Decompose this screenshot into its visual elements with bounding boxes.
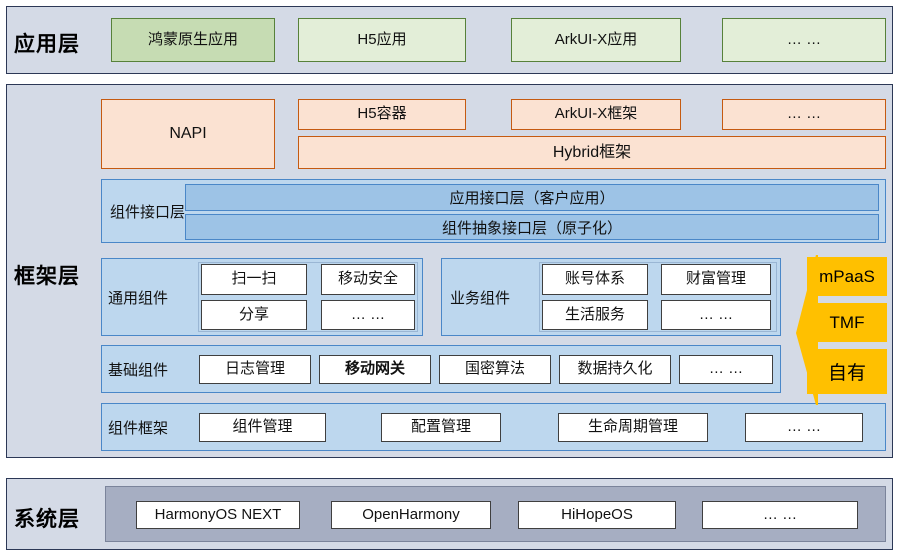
- system-box-label: OpenHarmony: [362, 505, 460, 523]
- chip-label: … …: [786, 418, 822, 436]
- base-chip-sm-crypto[interactable]: 国密算法: [439, 355, 551, 384]
- framework-box-label: H5容器: [357, 105, 407, 123]
- chip-label: … …: [698, 305, 734, 323]
- chip-label: 生活服务: [564, 305, 625, 323]
- common-chip-share[interactable]: 分享: [201, 300, 307, 330]
- app-box-label: … …: [786, 30, 822, 48]
- chip-label: 移动网关: [344, 360, 405, 378]
- chip-label: 分享: [238, 305, 269, 323]
- chip-label: … …: [350, 305, 386, 323]
- framework-box-label: NAPI: [169, 125, 207, 143]
- framework-chip-component-management[interactable]: 组件管理: [199, 413, 326, 442]
- chip-label: 财富管理: [685, 270, 746, 288]
- business-chip-wealth-management[interactable]: 财富管理: [661, 264, 771, 295]
- base-chip-log-management[interactable]: 日志管理: [199, 355, 311, 384]
- system-box-label: HarmonyOS NEXT: [154, 505, 282, 523]
- chip-label: 组件管理: [232, 418, 293, 436]
- component-interface-row-app[interactable]: 应用接口层（客户应用）: [185, 184, 879, 211]
- chip-label: 配置管理: [410, 418, 471, 436]
- common-components-chip-frame: [198, 262, 418, 332]
- component-interface-row-abstract[interactable]: 组件抽象接口层（原子化）: [185, 214, 879, 240]
- app-box-label: H5应用: [357, 30, 407, 48]
- side-tag-label: 自有: [827, 363, 866, 384]
- common-chip-scan[interactable]: 扫一扫: [201, 264, 307, 295]
- framework-layer-label: 框架层: [14, 265, 80, 288]
- component-interface-group-label: 组件接口层: [110, 203, 186, 221]
- chip-label: 日志管理: [224, 360, 285, 378]
- app-box-label: 鸿蒙原生应用: [147, 30, 238, 48]
- base-chip-more[interactable]: … …: [679, 355, 773, 384]
- base-components-group-label: 基础组件: [108, 361, 169, 379]
- app-box-h5[interactable]: H5应用: [298, 18, 466, 62]
- system-box-harmonyos-next[interactable]: HarmonyOS NEXT: [136, 501, 300, 529]
- system-box-label: HiHopeOS: [561, 505, 633, 523]
- component-framework-group-label: 组件框架: [108, 419, 169, 437]
- app-box-arkui-x[interactable]: ArkUI-X应用: [511, 18, 681, 62]
- framework-chip-config-management[interactable]: 配置管理: [381, 413, 501, 442]
- component-interface-row-label: 组件抽象接口层（原子化）: [441, 219, 622, 237]
- chip-label: … …: [708, 360, 744, 378]
- business-components-group-label: 业务组件: [450, 289, 511, 307]
- framework-box-label: … …: [786, 105, 822, 123]
- base-chip-mobile-gateway[interactable]: 移动网关: [319, 355, 431, 384]
- component-interface-row-label: 应用接口层（客户应用）: [449, 190, 615, 207]
- business-chip-account-system[interactable]: 账号体系: [542, 264, 648, 295]
- business-components-chip-frame: [539, 262, 777, 332]
- framework-box-label: Hybrid框架: [552, 143, 632, 161]
- common-components-group-label: 通用组件: [108, 289, 169, 307]
- application-layer-label: 应用层: [14, 33, 80, 56]
- business-chip-life-services[interactable]: 生活服务: [542, 300, 648, 330]
- chip-label: 扫一扫: [231, 270, 277, 288]
- system-box-hihopeos[interactable]: HiHopeOS: [518, 501, 676, 529]
- side-tag-mpaas[interactable]: mPaaS: [807, 257, 887, 296]
- chip-label: 国密算法: [464, 360, 525, 378]
- business-chip-more[interactable]: … …: [661, 300, 771, 330]
- framework-chip-more[interactable]: … …: [745, 413, 863, 442]
- side-tag-self-developed[interactable]: 自有: [807, 349, 887, 394]
- app-box-harmony-native[interactable]: 鸿蒙原生应用: [111, 18, 275, 62]
- chip-label: 数据持久化: [577, 360, 653, 378]
- system-box-more[interactable]: … …: [702, 501, 858, 529]
- framework-box-arkui-x-framework[interactable]: ArkUI-X框架: [511, 99, 681, 130]
- base-chip-data-persistence[interactable]: 数据持久化: [559, 355, 671, 384]
- app-box-label: ArkUI-X应用: [554, 30, 638, 48]
- side-tag-tmf[interactable]: TMF: [807, 303, 887, 342]
- app-box-more[interactable]: … …: [722, 18, 886, 62]
- framework-chip-lifecycle-management[interactable]: 生命周期管理: [558, 413, 708, 442]
- framework-box-label: ArkUI-X框架: [554, 105, 638, 123]
- framework-box-hybrid[interactable]: Hybrid框架: [298, 136, 886, 169]
- chip-label: 生命周期管理: [587, 418, 678, 436]
- system-layer-label: 系统层: [14, 508, 80, 531]
- chip-label: 账号体系: [564, 270, 625, 288]
- system-box-label: … …: [762, 505, 798, 523]
- side-tag-label: mPaaS: [819, 266, 875, 286]
- framework-box-napi[interactable]: NAPI: [101, 99, 275, 169]
- side-tag-label: TMF: [829, 312, 865, 332]
- framework-box-h5-container[interactable]: H5容器: [298, 99, 466, 130]
- framework-box-more[interactable]: … …: [722, 99, 886, 130]
- common-chip-mobile-security[interactable]: 移动安全: [321, 264, 415, 295]
- chip-label: 移动安全: [337, 270, 398, 288]
- system-box-openharmony[interactable]: OpenHarmony: [331, 501, 491, 529]
- common-chip-more[interactable]: … …: [321, 300, 415, 330]
